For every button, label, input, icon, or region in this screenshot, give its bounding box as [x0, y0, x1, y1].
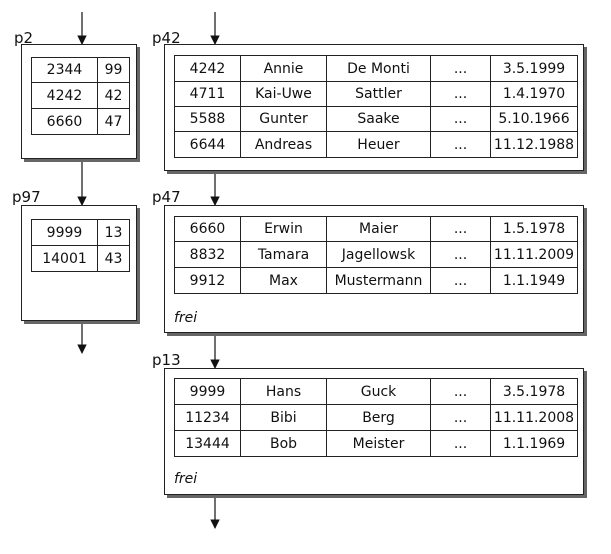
date-cell: 11.11.2008	[490, 404, 578, 431]
ellipsis-cell: ...	[430, 430, 491, 457]
lastname-cell: Jagellowsk	[326, 241, 431, 268]
firstname-cell: Annie	[240, 55, 327, 82]
date-cell: 3.5.1978	[490, 378, 578, 405]
ellipsis-cell: ...	[430, 106, 491, 132]
page-label-p2: p2	[14, 29, 34, 47]
ellipsis-cell: ...	[430, 267, 491, 294]
table-row: 14001 43	[31, 245, 130, 272]
firstname-cell: Tamara	[240, 241, 327, 268]
id-cell: 9999	[174, 378, 241, 405]
page-p97: 9999 13 14001 43	[21, 205, 137, 321]
page-label-p42: p42	[152, 29, 181, 47]
table-row: 8832 Tamara Jagellowsk ... 11.11.2009	[174, 241, 578, 268]
firstname-cell: Erwin	[240, 216, 327, 242]
firstname-cell: Andreas	[240, 131, 327, 158]
ellipsis-cell: ...	[430, 241, 491, 268]
id-cell: 4242	[174, 55, 241, 82]
free-space-label: frei	[174, 471, 198, 487]
id-cell: 13444	[174, 430, 241, 457]
table-row: 6660 Erwin Maier ... 1.5.1978	[174, 216, 578, 242]
table-row: 9999 13	[31, 219, 130, 246]
table-row: 4242 Annie De Monti ... 3.5.1999	[174, 55, 578, 82]
page-p2: 2344 99 4242 42 6660 47	[21, 44, 137, 159]
table-row: 5588 Gunter Saake ... 5.10.1966	[174, 106, 578, 132]
firstname-cell: Gunter	[240, 106, 327, 132]
key-cell: 2344	[31, 57, 98, 83]
pointer-cell: 43	[97, 245, 130, 272]
firstname-cell: Hans	[240, 378, 327, 405]
table-row: 2344 99	[31, 57, 130, 83]
firstname-cell: Max	[240, 267, 327, 294]
id-cell: 6660	[174, 216, 241, 242]
date-cell: 3.5.1999	[490, 55, 578, 82]
date-cell: 1.1.1949	[490, 267, 578, 294]
table-row: 9999 Hans Guck ... 3.5.1978	[174, 378, 578, 405]
lastname-cell: Berg	[326, 404, 431, 431]
key-cell: 6660	[31, 108, 98, 135]
data-table-p47: 6660 Erwin Maier ... 1.5.1978 8832 Tamar…	[174, 216, 578, 294]
id-cell: 8832	[174, 241, 241, 268]
pointer-cell: 42	[97, 82, 130, 109]
table-row: 4242 42	[31, 82, 130, 109]
table-row: 11234 Bibi Berg ... 11.11.2008	[174, 404, 578, 431]
id-cell: 9912	[174, 267, 241, 294]
page-p42: 4242 Annie De Monti ... 3.5.1999 4711 Ka…	[164, 44, 584, 171]
data-table-p13: 9999 Hans Guck ... 3.5.1978 11234 Bibi B…	[174, 378, 578, 457]
pointer-cell: 13	[97, 219, 130, 246]
page-label-p97: p97	[12, 188, 41, 206]
ellipsis-cell: ...	[430, 81, 491, 107]
date-cell: 1.4.1970	[490, 81, 578, 107]
table-row: 9912 Max Mustermann ... 1.1.1949	[174, 267, 578, 294]
table-row: 4711 Kai-Uwe Sattler ... 1.4.1970	[174, 81, 578, 107]
index-table-p2: 2344 99 4242 42 6660 47	[31, 57, 130, 135]
lastname-cell: Saake	[326, 106, 431, 132]
firstname-cell: Bibi	[240, 404, 327, 431]
ellipsis-cell: ...	[430, 216, 491, 242]
ellipsis-cell: ...	[430, 55, 491, 82]
page-p13: 9999 Hans Guck ... 3.5.1978 11234 Bibi B…	[164, 368, 584, 495]
page-p47: 6660 Erwin Maier ... 1.5.1978 8832 Tamar…	[164, 205, 584, 333]
date-cell: 1.1.1969	[490, 430, 578, 457]
date-cell: 11.12.1988	[490, 131, 578, 158]
date-cell: 1.5.1978	[490, 216, 578, 242]
index-table-p97: 9999 13 14001 43	[31, 219, 130, 272]
lastname-cell: Maier	[326, 216, 431, 242]
id-cell: 5588	[174, 106, 241, 132]
lastname-cell: Heuer	[326, 131, 431, 158]
ellipsis-cell: ...	[430, 404, 491, 431]
key-cell: 9999	[31, 219, 98, 246]
id-cell: 11234	[174, 404, 241, 431]
ellipsis-cell: ...	[430, 378, 491, 405]
id-cell: 4711	[174, 81, 241, 107]
lastname-cell: Sattler	[326, 81, 431, 107]
data-table-p42: 4242 Annie De Monti ... 3.5.1999 4711 Ka…	[174, 55, 578, 158]
lastname-cell: Meister	[326, 430, 431, 457]
page-label-p13: p13	[152, 351, 181, 369]
table-row: 13444 Bob Meister ... 1.1.1969	[174, 430, 578, 457]
firstname-cell: Kai-Uwe	[240, 81, 327, 107]
lastname-cell: Mustermann	[326, 267, 431, 294]
firstname-cell: Bob	[240, 430, 327, 457]
table-row: 6660 47	[31, 108, 130, 135]
date-cell: 5.10.1966	[490, 106, 578, 132]
key-cell: 14001	[31, 245, 98, 272]
lastname-cell: Guck	[326, 378, 431, 405]
key-cell: 4242	[31, 82, 98, 109]
pointer-cell: 47	[97, 108, 130, 135]
pointer-cell: 99	[97, 57, 130, 83]
free-space-label: frei	[174, 310, 198, 326]
lastname-cell: De Monti	[326, 55, 431, 82]
id-cell: 6644	[174, 131, 241, 158]
table-row: 6644 Andreas Heuer ... 11.12.1988	[174, 131, 578, 158]
page-label-p47: p47	[152, 188, 181, 206]
date-cell: 11.11.2009	[490, 241, 578, 268]
ellipsis-cell: ...	[430, 131, 491, 158]
